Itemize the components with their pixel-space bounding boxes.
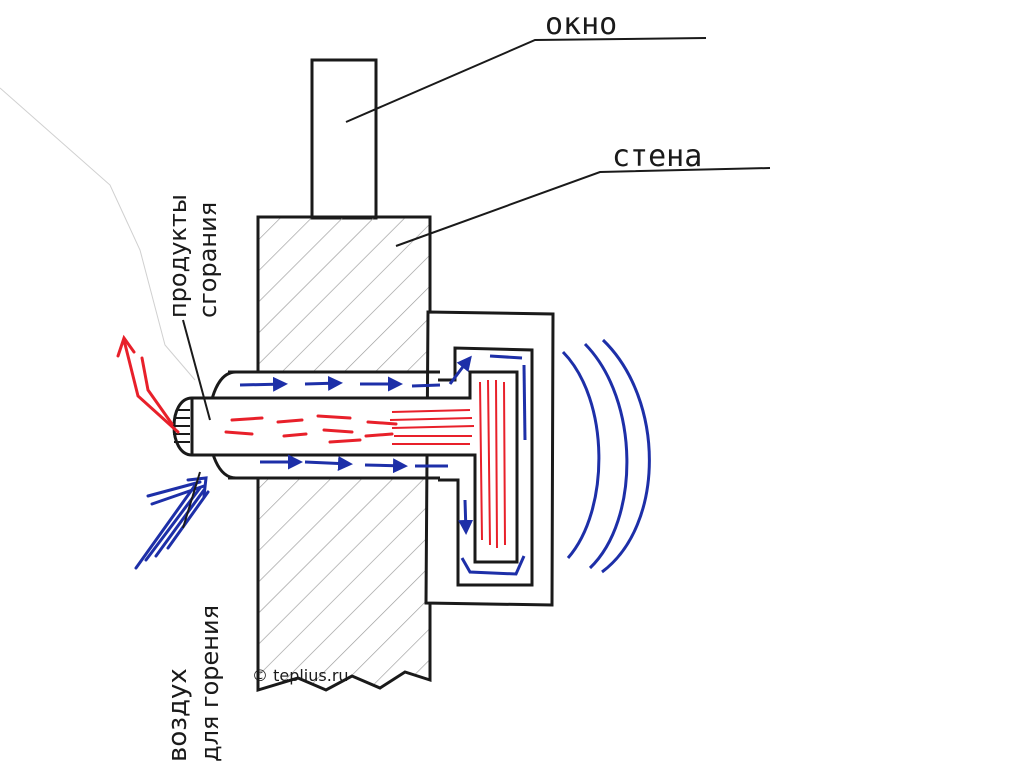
wall-upper <box>256 215 432 374</box>
air-flow-arrows <box>239 354 527 576</box>
air-intake-arrows <box>134 476 210 570</box>
watermark: © teplius.ru <box>252 666 349 685</box>
paper-edge-line <box>0 87 196 381</box>
coaxial-pipe-outer <box>228 370 440 480</box>
combustion-air-line1: воздух <box>163 668 193 762</box>
hot-gas-core <box>389 379 506 549</box>
exhaust-arrows <box>116 334 180 434</box>
leader-lines <box>182 37 771 529</box>
window-frame <box>310 58 378 220</box>
heat-radiation-waves <box>561 338 651 574</box>
combustion-air-line2: для горения <box>196 605 224 762</box>
combustion-air-label: воздух для горения <box>163 605 224 762</box>
combustion-products-label: продукты сгорания <box>164 194 222 318</box>
hot-gas-flow <box>224 414 398 444</box>
combustion-products-line2: сгорания <box>194 202 222 318</box>
combustion-products-line1: продукты <box>164 194 192 318</box>
window-label: окно <box>545 7 617 42</box>
wall-label: стена <box>612 139 702 174</box>
wall-lower <box>256 476 432 693</box>
flue-grille <box>173 409 190 443</box>
